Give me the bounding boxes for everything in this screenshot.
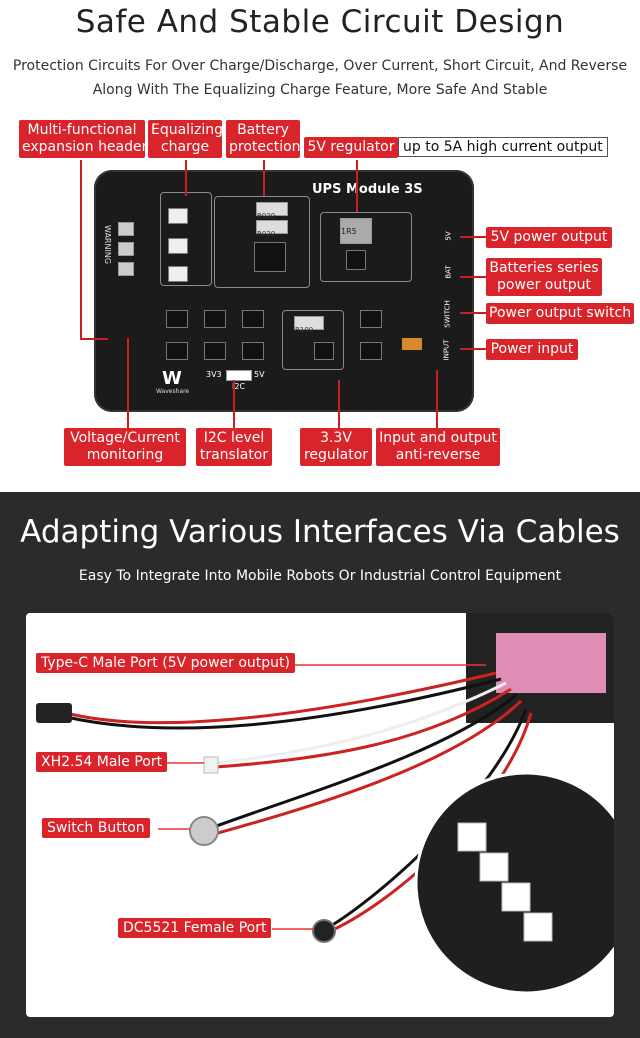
xh-connector — [203, 756, 219, 774]
zoom-port-1 — [457, 822, 487, 852]
left-connector-1 — [118, 222, 134, 236]
cables-illustration — [36, 613, 614, 995]
cable-red-1 — [65, 671, 497, 725]
voltage-monitor-area — [282, 310, 344, 370]
connector-line — [185, 160, 187, 196]
ups-board: UPS Module 3S WARNING R020 R020 1R5 R100 — [94, 170, 474, 412]
cable-black-2 — [210, 693, 517, 830]
label-power-output-switch: Power output switch — [486, 303, 634, 324]
regulator-ic — [346, 250, 366, 270]
cable-red-2 — [215, 687, 512, 769]
port-input: INPUT — [442, 339, 451, 361]
protection-ic — [254, 242, 286, 272]
zoom-port-3 — [501, 882, 531, 912]
input-diode — [402, 338, 422, 350]
module-battery — [496, 633, 606, 693]
cable-red-3 — [210, 699, 523, 837]
zoom-port-2 — [479, 852, 509, 882]
zoom-port-4 — [523, 912, 553, 942]
label-5v-regulator-note: up to 5A high current output — [398, 137, 608, 157]
label-5v-regulator: 5V regulator — [304, 137, 398, 158]
connector-line — [233, 380, 235, 428]
dc-jack — [312, 919, 336, 943]
battery-protection-area — [214, 196, 310, 288]
inductor: 1R5 — [340, 218, 372, 244]
waveshare-brand: Waveshare — [156, 388, 190, 395]
label-typec-port: Type-C Male Port (5V power output) — [36, 653, 296, 673]
typec-connector — [36, 703, 72, 723]
ic-e — [204, 342, 226, 360]
connector-line — [338, 380, 340, 428]
eq-chip-1 — [168, 208, 188, 224]
label-power-input: Power input — [486, 339, 578, 360]
i2c-5v-label: 5V — [254, 370, 265, 379]
cables-photo: Type-C Male Port (5V power output) XH2.5… — [26, 613, 614, 1017]
connector-line — [356, 160, 358, 212]
connector-line — [460, 236, 486, 238]
ic-a — [166, 310, 188, 328]
section-title-circuit: Safe And Stable Circuit Design — [75, 4, 565, 40]
circuit-design-section: Safe And Stable Circuit Design Protectio… — [0, 0, 640, 492]
section-subtitle-line1: Protection Circuits For Over Charge/Disc… — [12, 58, 628, 74]
switch-button — [189, 816, 219, 846]
cable-black-1 — [65, 677, 502, 730]
regulator-5v-area — [320, 212, 412, 282]
left-connector-2 — [118, 242, 134, 256]
port-switch: SWITCH — [443, 300, 452, 328]
connector-line — [80, 338, 108, 340]
section-subtitle-line2: Along With The Equalizing Charge Feature… — [92, 82, 548, 98]
port-bat: BAT — [444, 265, 453, 279]
connector-line — [460, 312, 486, 314]
i2c-jumper — [226, 370, 252, 381]
eq-chip-3 — [168, 266, 188, 282]
monitor-ic — [314, 342, 334, 360]
label-switch-button: Switch Button — [42, 818, 150, 838]
label-5v-power-output: 5V power output — [486, 227, 612, 248]
resistor-3: R100 — [294, 316, 324, 334]
warning-label: WARNING — [103, 224, 113, 265]
resistor-2: R020 — [256, 220, 288, 238]
left-connector-3 — [118, 262, 134, 276]
ic-c — [242, 310, 264, 328]
connector-line — [80, 160, 82, 338]
label-dc-port: DC5521 Female Port — [118, 918, 272, 938]
resistor-1: R020 — [256, 202, 288, 220]
i2c-label: I2C — [232, 382, 246, 391]
connector-line — [263, 160, 265, 196]
ic-f — [242, 342, 264, 360]
ic-d — [166, 342, 188, 360]
ic-h — [360, 342, 382, 360]
eq-chip-2 — [168, 238, 188, 254]
connector-line — [436, 370, 438, 428]
cable-white — [215, 681, 507, 765]
port-5v: 5V — [444, 231, 453, 241]
ic-b — [204, 310, 226, 328]
board-title: UPS Module 3S — [312, 182, 423, 197]
connector-line — [460, 276, 486, 278]
ic-g — [360, 310, 382, 328]
section-title-cables: Adapting Various Interfaces Via Cables — [20, 514, 620, 550]
section-subtitle-cables: Easy To Integrate Into Mobile Robots Or … — [78, 568, 562, 584]
connector-line — [460, 348, 486, 350]
label-xh-port: XH2.54 Male Port — [36, 752, 168, 772]
waveshare-logo: W — [162, 368, 182, 389]
connector-line — [127, 338, 129, 428]
i2c-3v3-label: 3V3 — [206, 370, 222, 379]
